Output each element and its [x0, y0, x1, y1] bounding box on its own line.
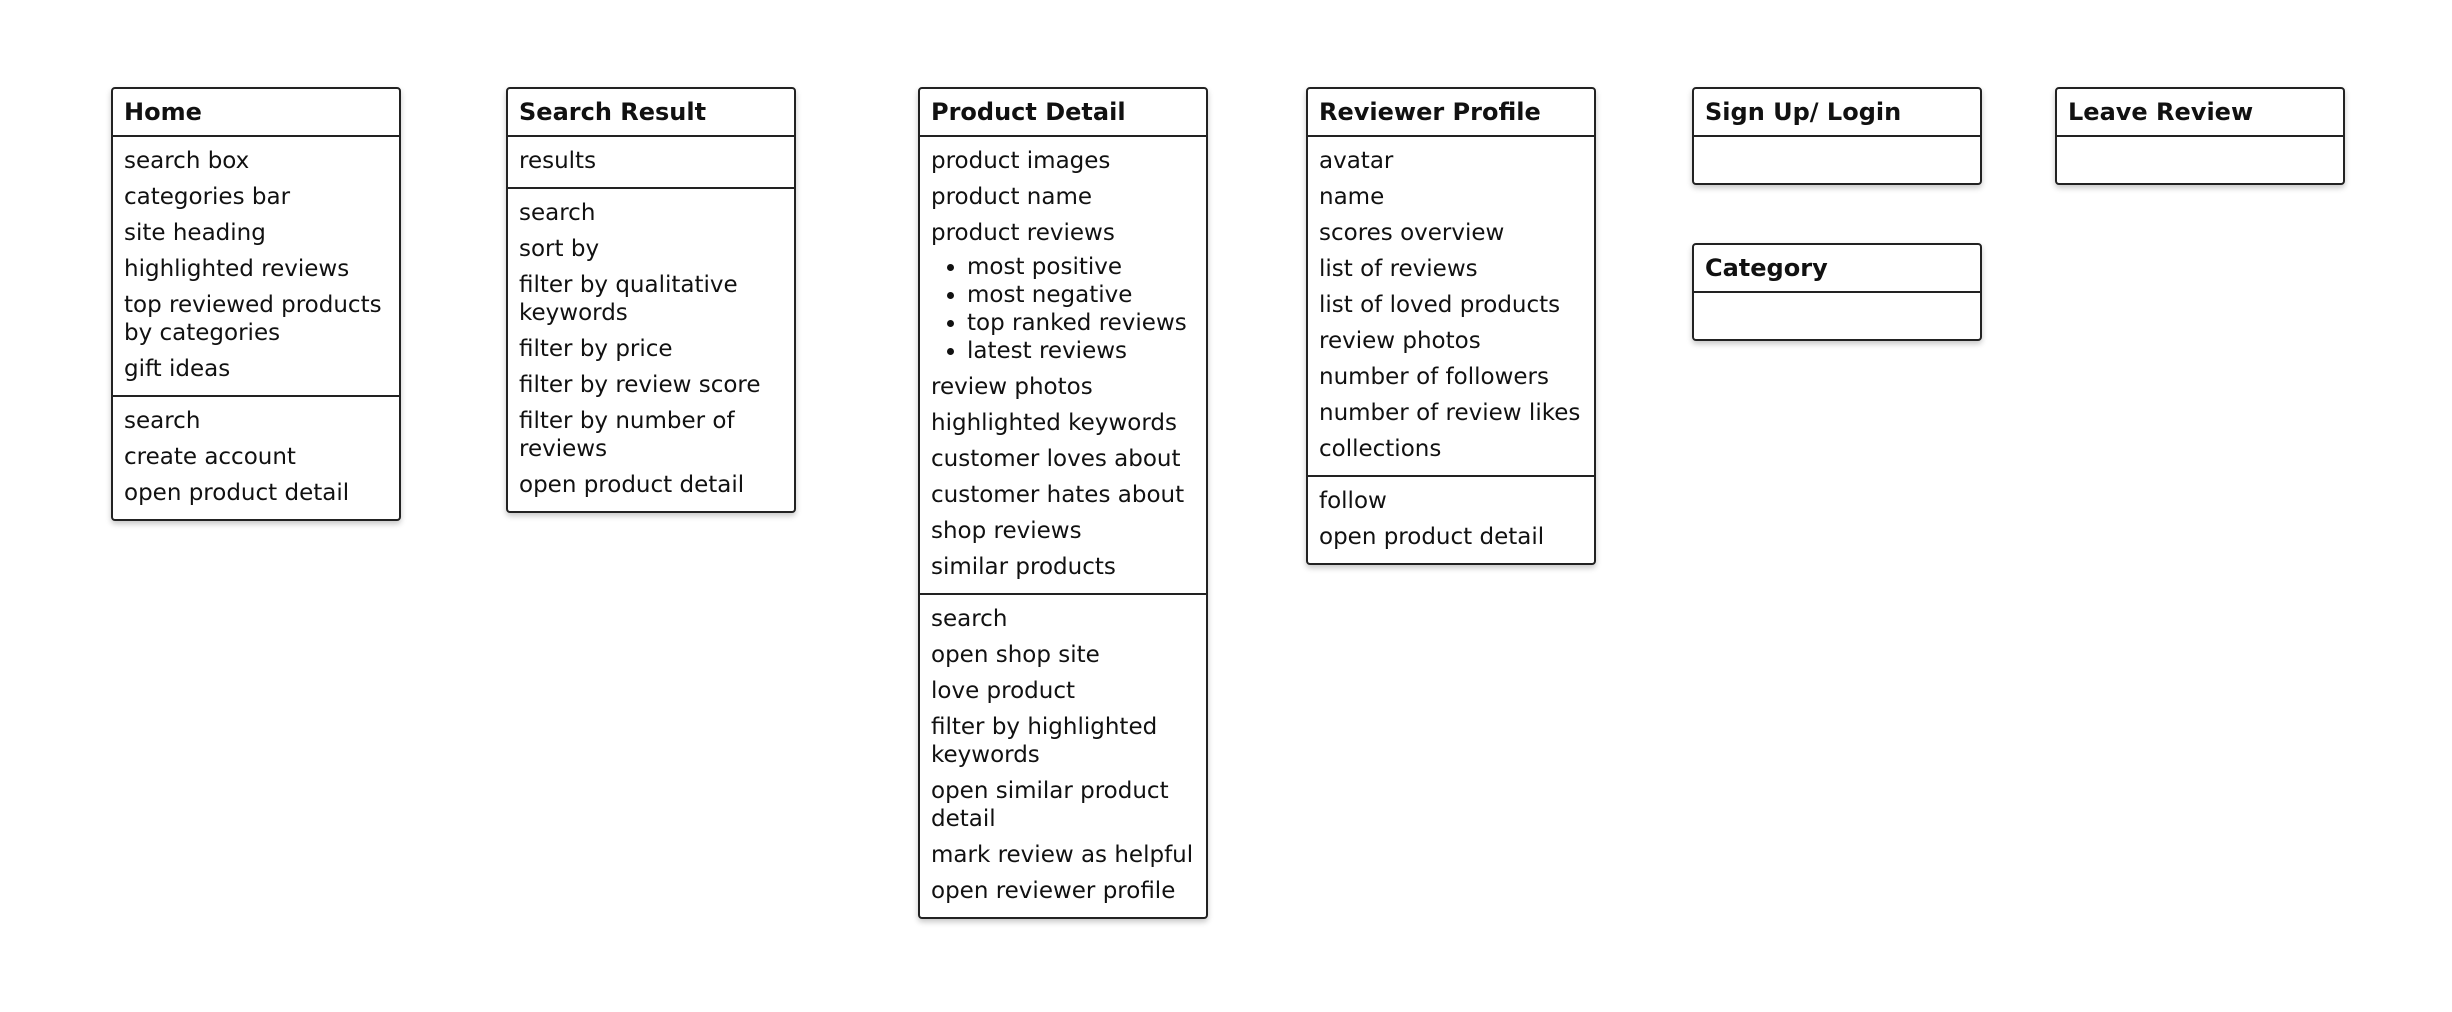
list-item: site heading — [124, 220, 266, 246]
content-section: results — [508, 137, 794, 187]
home-card: Home search box categories bar site head… — [111, 87, 401, 521]
list-item: love product — [931, 678, 1075, 704]
list-item: filter by price — [519, 336, 673, 362]
list-item: open similar product detail — [931, 778, 1169, 832]
empty-section — [1694, 137, 1980, 183]
card-title: Home — [113, 89, 399, 137]
list-item: product images — [931, 148, 1111, 174]
content-section: product images product name product revi… — [920, 137, 1206, 593]
sign-up-login-card: Sign Up/ Login — [1692, 87, 1982, 185]
list-item: open product detail — [124, 480, 350, 506]
list-item: product name — [931, 184, 1092, 210]
list-item: product reviews — [931, 220, 1115, 246]
list-item: open shop site — [931, 642, 1100, 668]
list-item: open product detail — [519, 472, 745, 498]
list-item: categories bar — [124, 184, 291, 210]
list-item: name — [1319, 184, 1385, 210]
list-item: gift ideas — [124, 356, 231, 382]
list-item: top reviewed products by categories — [124, 292, 382, 346]
list-item: highlighted keywords — [931, 410, 1177, 436]
list-item: search — [931, 606, 1008, 632]
list-item: number of review likes — [1319, 400, 1581, 426]
list-item: filter by number of reviews — [519, 408, 735, 462]
list-item: collections — [1319, 436, 1442, 462]
list-item: filter by qualitative keywords — [519, 272, 738, 326]
bullet-item: most negative — [967, 281, 1195, 309]
list-item: open product detail — [1319, 524, 1545, 550]
list-item: customer hates about — [931, 482, 1185, 508]
product-detail-card: Product Detail product images product na… — [918, 87, 1208, 919]
list-item: follow — [1319, 488, 1387, 514]
card-title: Sign Up/ Login — [1694, 89, 1980, 137]
list-item: review photos — [1319, 328, 1481, 354]
list-item: customer loves about — [931, 446, 1181, 472]
review-types-list: most positive most negative top ranked r… — [931, 253, 1195, 365]
list-item: sort by — [519, 236, 600, 262]
card-title: Search Result — [508, 89, 794, 137]
actions-section: search open shop site love product filte… — [920, 593, 1206, 917]
list-item: highlighted reviews — [124, 256, 350, 282]
list-item: list of reviews — [1319, 256, 1478, 282]
list-item: filter by review score — [519, 372, 761, 398]
list-item: search — [519, 200, 596, 226]
content-section: avatar name scores overview list of revi… — [1308, 137, 1594, 475]
card-title: Category — [1694, 245, 1980, 293]
empty-section — [2057, 137, 2343, 183]
list-item: list of loved products — [1319, 292, 1561, 318]
list-item: results — [519, 148, 597, 174]
card-title: Reviewer Profile — [1308, 89, 1594, 137]
reviewer-profile-card: Reviewer Profile avatar name scores over… — [1306, 87, 1596, 565]
content-section: search box categories bar site heading h… — [113, 137, 399, 395]
list-item: search box — [124, 148, 250, 174]
list-item: number of followers — [1319, 364, 1549, 390]
card-title: Leave Review — [2057, 89, 2343, 137]
actions-section: search sort by filter by qualitative key… — [508, 187, 794, 511]
bullet-item: most positive — [967, 253, 1195, 281]
category-card: Category — [1692, 243, 1982, 341]
list-item: similar products — [931, 554, 1116, 580]
card-title: Product Detail — [920, 89, 1206, 137]
leave-review-card: Leave Review — [2055, 87, 2345, 185]
list-item: open reviewer profile — [931, 878, 1176, 904]
list-item: scores overview — [1319, 220, 1505, 246]
list-item: create account — [124, 444, 296, 470]
bullet-item: latest reviews — [967, 337, 1195, 365]
actions-section: search create account open product detai… — [113, 395, 399, 519]
list-item: filter by highlighted keywords — [931, 714, 1158, 768]
actions-section: follow open product detail — [1308, 475, 1594, 563]
list-item: avatar — [1319, 148, 1394, 174]
list-item: review photos — [931, 374, 1093, 400]
search-result-card: Search Result results search sort by fil… — [506, 87, 796, 513]
bullet-item: top ranked reviews — [967, 309, 1195, 337]
list-item: search — [124, 408, 201, 434]
list-item: mark review as helpful — [931, 842, 1194, 868]
empty-section — [1694, 293, 1980, 339]
list-item: shop reviews — [931, 518, 1082, 544]
